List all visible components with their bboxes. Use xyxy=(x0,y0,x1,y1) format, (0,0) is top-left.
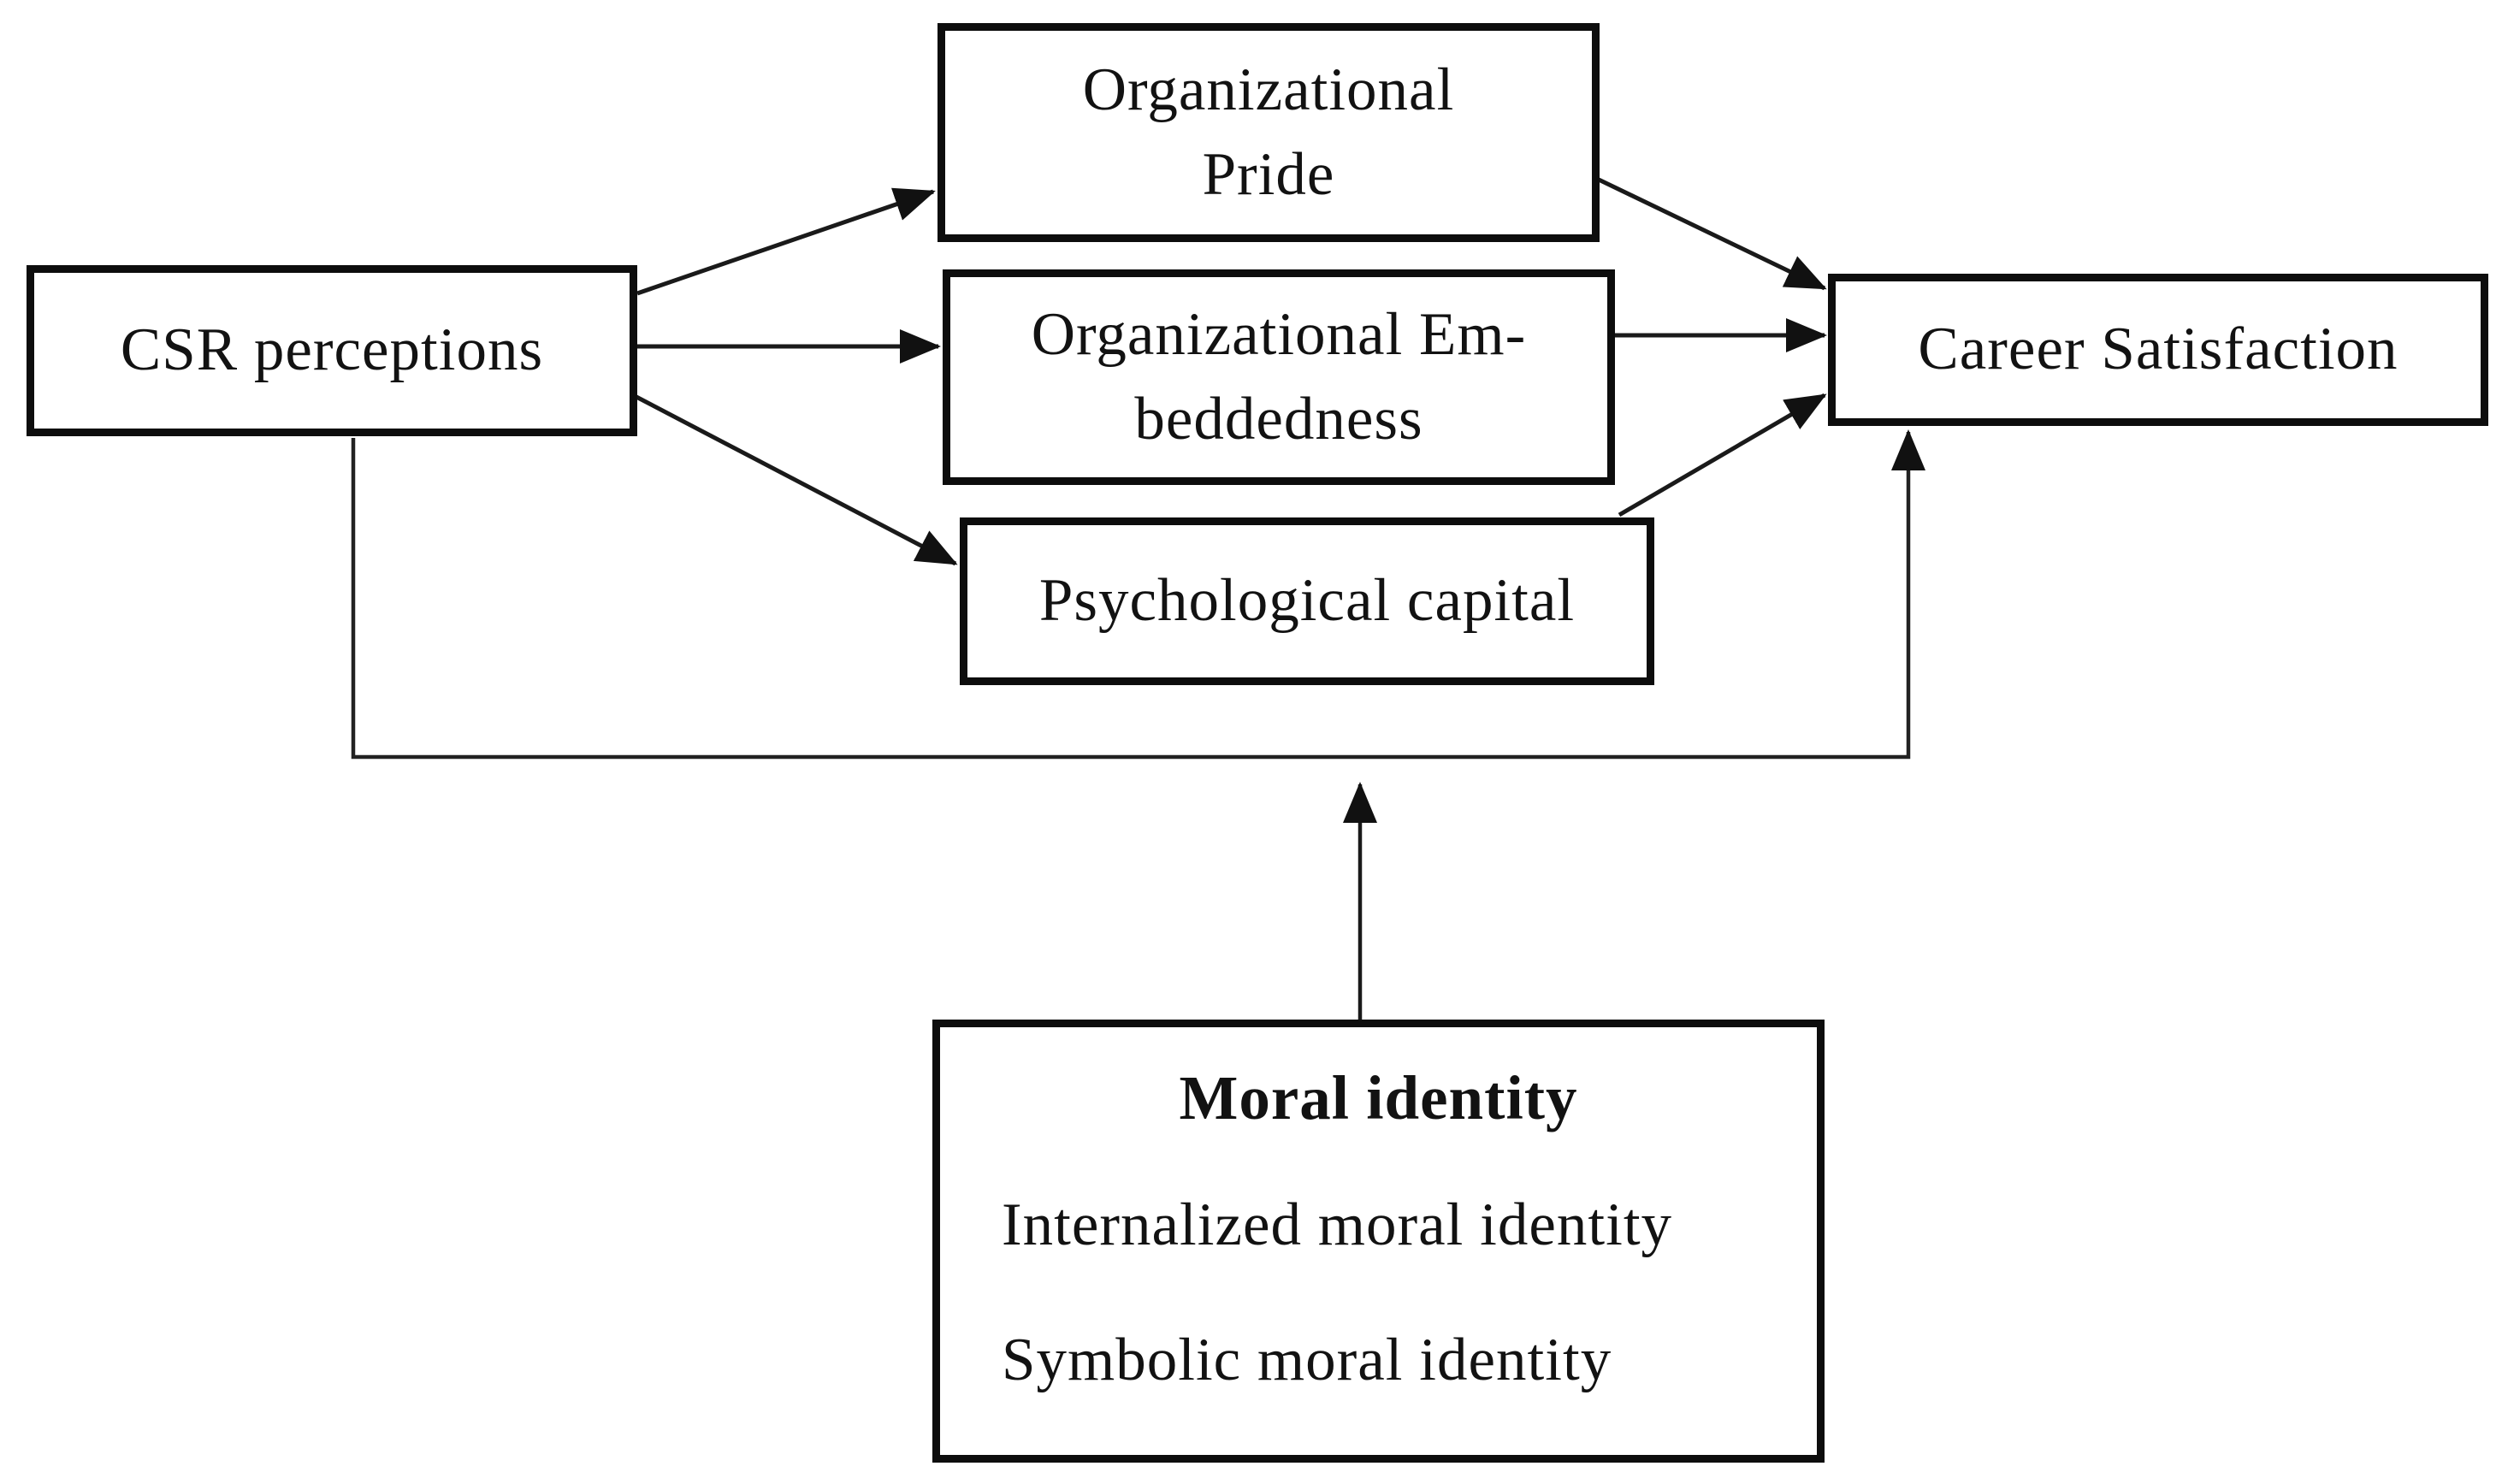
edge-csr-direct-to-career xyxy=(351,429,1925,760)
organizational-pride-label-line1: Organizational xyxy=(1082,56,1455,123)
node-organizational-embeddedness: Organizational Em- beddedness xyxy=(943,269,1615,485)
career-satisfaction-label: Career Satisfaction xyxy=(1918,316,2398,383)
edge-csr-to-pride xyxy=(636,187,936,296)
node-psychological-capital: Psychological capital xyxy=(960,517,1654,685)
node-career-satisfaction: Career Satisfaction xyxy=(1828,274,2488,426)
moral-identity-item-internalized: Internalized moral identity xyxy=(1002,1191,1673,1258)
node-csr-perceptions: CSR perceptions xyxy=(27,265,637,436)
csr-perceptions-label: CSR perceptions xyxy=(120,316,544,384)
edge-psycap-to-career xyxy=(1618,393,1827,517)
moral-identity-title: Moral identity xyxy=(1179,1063,1578,1132)
edge-csr-to-psycap xyxy=(633,393,958,566)
organizational-embeddedness-label-line1: Organizational Em- xyxy=(1031,300,1527,368)
organizational-embeddedness-label-line2: beddedness xyxy=(1134,386,1423,452)
edge-pride-to-career xyxy=(1597,177,1827,291)
node-organizational-pride: Organizational Pride xyxy=(938,23,1600,242)
organizational-pride-label-line2: Pride xyxy=(1202,141,1335,208)
node-moral-identity: Moral identity Internalized moral identi… xyxy=(932,1020,1825,1463)
psychological-capital-label: Psychological capital xyxy=(1038,567,1576,635)
moral-identity-item-symbolic: Symbolic moral identity xyxy=(1002,1327,1612,1393)
